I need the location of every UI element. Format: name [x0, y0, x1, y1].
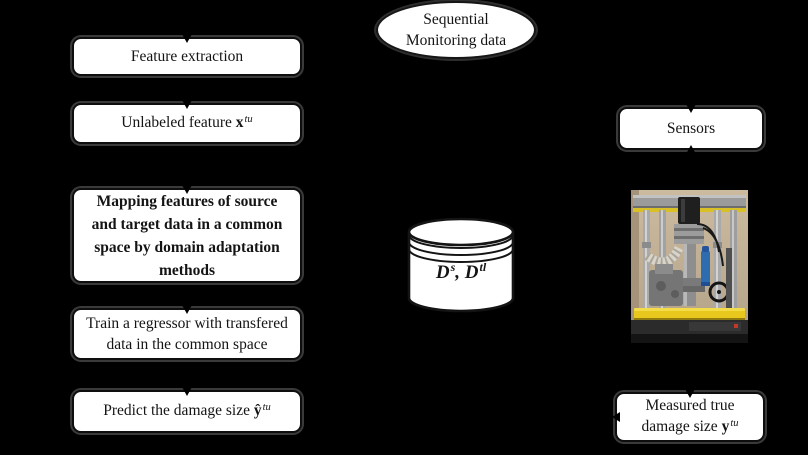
- feature-extraction-box: Feature extraction: [72, 34, 302, 76]
- feature-extraction-label: Feature extraction: [130, 48, 244, 65]
- sequential-monitoring-data-node: Sequential Monitoring data: [376, 1, 536, 59]
- comma: ,: [455, 262, 465, 283]
- rig-bottom-beam: [634, 308, 745, 320]
- arrowhead-icon: [612, 412, 620, 422]
- rig-hose: [644, 245, 684, 267]
- arrowhead-icon: [686, 104, 696, 113]
- arrowhead-icon: [686, 145, 696, 154]
- y-vector-symbol: y: [721, 418, 730, 435]
- mapping-line1: Mapping features of source: [96, 192, 278, 210]
- predict-damage-box: Predict the damage size ŷtu: [72, 387, 302, 433]
- unlabeled-feature-label: Unlabeled feature xtu: [121, 112, 252, 135]
- x-vector-symbol: x: [235, 114, 244, 131]
- rig-base: [631, 320, 748, 343]
- arrowhead-icon: [182, 100, 192, 109]
- sensors-box: Sensors: [618, 104, 764, 154]
- arrowhead-icon: [182, 185, 192, 194]
- photo-wall-edge: [631, 190, 639, 337]
- mapping-line4: methods: [159, 261, 215, 279]
- measured-line1: Measured true: [645, 397, 735, 414]
- rig-fixture-block: [649, 264, 683, 306]
- rig-motor: [674, 197, 704, 244]
- mapping-line3: space by domain adaptation: [94, 238, 280, 256]
- cylinder-disc-line: [408, 241, 514, 256]
- mapping-line2: and target data in a common: [91, 215, 283, 233]
- tu-superscript: tu: [262, 402, 271, 413]
- test-rig-photo: [631, 190, 748, 343]
- tu-superscript: tu: [244, 114, 253, 125]
- cylinder-disc-line: [408, 248, 514, 263]
- measured-prefix: damage size: [641, 418, 722, 435]
- ellipse-line1: Sequential: [423, 11, 489, 28]
- arrowhead-icon: [182, 34, 192, 43]
- train-regressor-box: Train a regressor with transfered data i…: [72, 305, 302, 360]
- y-hat-vector-symbol: ŷ: [253, 402, 262, 419]
- train-line2: data in the common space: [106, 336, 268, 353]
- mapping-box: Mapping features of source and target da…: [72, 185, 302, 283]
- sensors-label: Sensors: [666, 120, 716, 137]
- arrowhead-icon: [685, 389, 695, 398]
- cylinder-body: [407, 232, 515, 313]
- ellipse-line2: Monitoring data: [405, 32, 507, 49]
- rig-cables: [696, 223, 732, 320]
- tu-superscript: tu: [730, 418, 739, 429]
- measured-damage-box: Measured true damage size ytu: [612, 389, 765, 442]
- script-D-source: D: [435, 262, 450, 283]
- s-superscript: s: [450, 260, 456, 274]
- predict-prefix: Predict the damage size: [103, 402, 254, 419]
- script-D-target: D: [464, 262, 479, 283]
- cylinder-top: [407, 217, 515, 247]
- unlabeled-feature-box: Unlabeled feature xtu: [72, 100, 302, 144]
- cylinder-disc-line: [408, 234, 514, 249]
- arrowhead-icon: [182, 305, 192, 314]
- train-line1: Train a regressor with transfered: [86, 315, 288, 332]
- database-label: Ds, Dtl: [402, 260, 520, 284]
- tl-superscript: tl: [479, 260, 487, 274]
- predict-label: Predict the damage size ŷtu: [103, 400, 271, 423]
- arrowhead-icon: [182, 387, 192, 396]
- rig-piston: [675, 244, 705, 306]
- measured-line2: damage size ytu: [642, 416, 739, 439]
- database-cylinder: [407, 214, 515, 313]
- unlabeled-feature-prefix: Unlabeled feature: [121, 114, 236, 131]
- rig-blue-cylinder: [701, 246, 710, 286]
